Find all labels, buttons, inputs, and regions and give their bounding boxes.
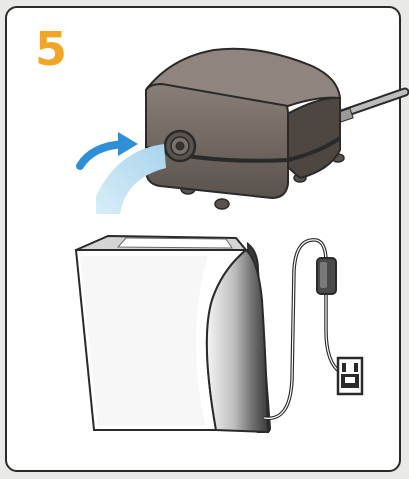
airflow-stream: [96, 144, 166, 214]
pump-cord: [325, 87, 409, 125]
air-pump-icon: [145, 47, 345, 210]
wall-outlet-icon: [336, 356, 364, 396]
tank-stand-icon: [74, 234, 272, 434]
power-adapter-icon: [316, 257, 337, 295]
airflow-arrow-icon: [76, 132, 138, 170]
step-number: 5: [35, 22, 68, 76]
